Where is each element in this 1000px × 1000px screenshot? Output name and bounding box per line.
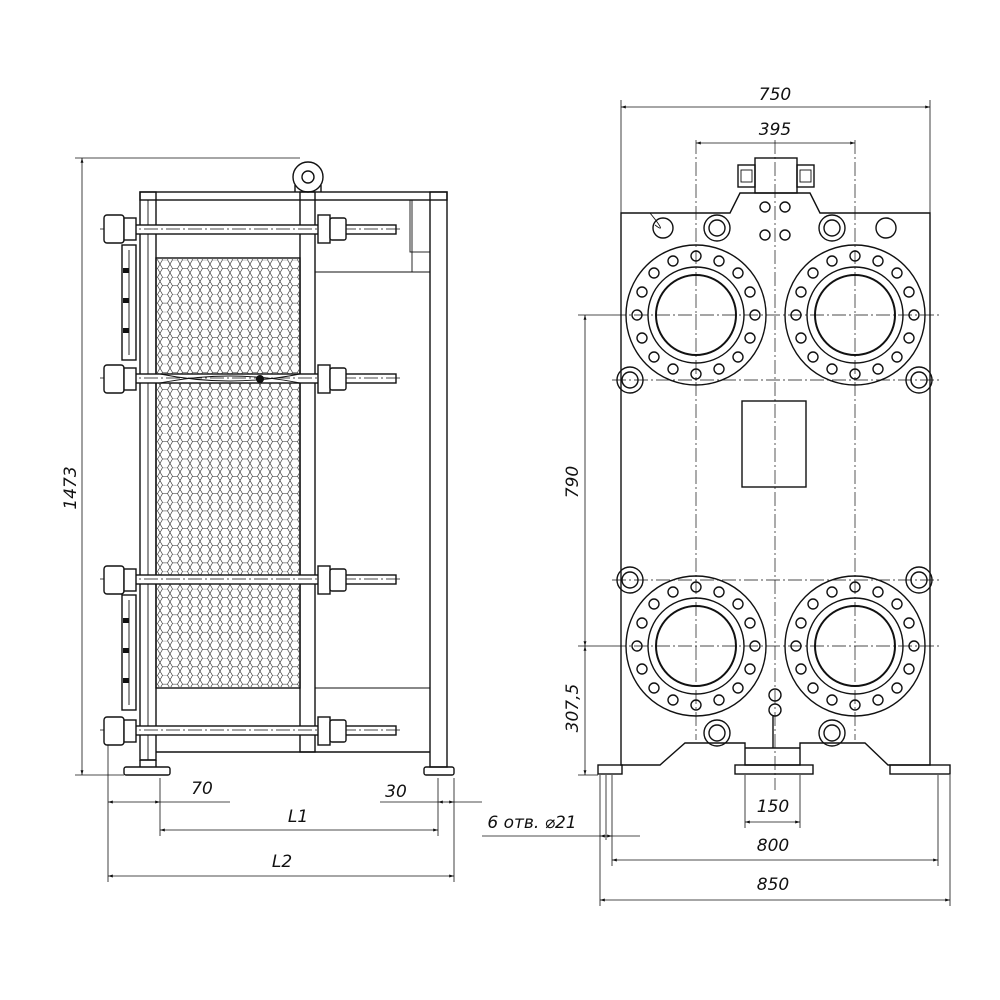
plate-pattern	[157, 259, 299, 687]
dim-left-front: 790 307,5	[563, 314, 612, 776]
dim-top-front: 750 395	[620, 85, 931, 213]
dim-height-label: 1473	[61, 466, 81, 509]
rear-foot	[423, 766, 455, 776]
frame-plate	[620, 192, 931, 766]
nameplate	[741, 400, 807, 488]
dim-L2-label: L2	[272, 852, 292, 872]
foot-right	[889, 764, 951, 775]
dim-L1-label: L1	[288, 807, 308, 827]
flange-bottom-right	[784, 575, 926, 717]
dim-70-label: 70	[191, 779, 213, 799]
dim-307-label: 307,5	[563, 684, 583, 733]
tie-bolts	[616, 214, 933, 747]
dim-150-label: 150	[757, 797, 789, 817]
dim-395-label: 395	[759, 120, 791, 140]
dim-holes-label: 6 отв. ⌀21	[487, 813, 576, 833]
dim-750-label: 750	[759, 85, 791, 105]
top-lug	[737, 157, 815, 241]
dim-850-label: 850	[757, 875, 789, 895]
port-flanges-side	[121, 244, 137, 711]
nuts	[103, 214, 347, 746]
dim-800-label: 800	[757, 836, 789, 856]
side-view: 1473 70 30 L1 L2	[61, 157, 482, 882]
lifting-eye	[292, 161, 324, 193]
front-foot	[123, 766, 171, 776]
support-column	[429, 191, 448, 768]
dim-790-label: 790	[563, 466, 583, 498]
dim-height: 1473	[61, 157, 300, 776]
dim-bottom-side: 70 30 L1 L2	[107, 745, 482, 882]
top-beam	[139, 191, 448, 201]
flange-top-left	[625, 244, 767, 386]
slot	[652, 217, 674, 239]
foot-left	[597, 764, 623, 775]
front-view: 750 395 790 307,5 6 отв. ⌀21	[482, 85, 951, 906]
flange-top-right	[784, 244, 926, 386]
slot	[875, 217, 897, 239]
dim-30-label: 30	[385, 782, 407, 802]
flange-bottom-left	[625, 575, 767, 717]
pressure-plate	[299, 191, 316, 753]
plate-pack	[155, 257, 301, 689]
center-foot	[734, 764, 814, 775]
dim-bottom-front: 6 отв. ⌀21 150 800 850	[482, 775, 951, 906]
